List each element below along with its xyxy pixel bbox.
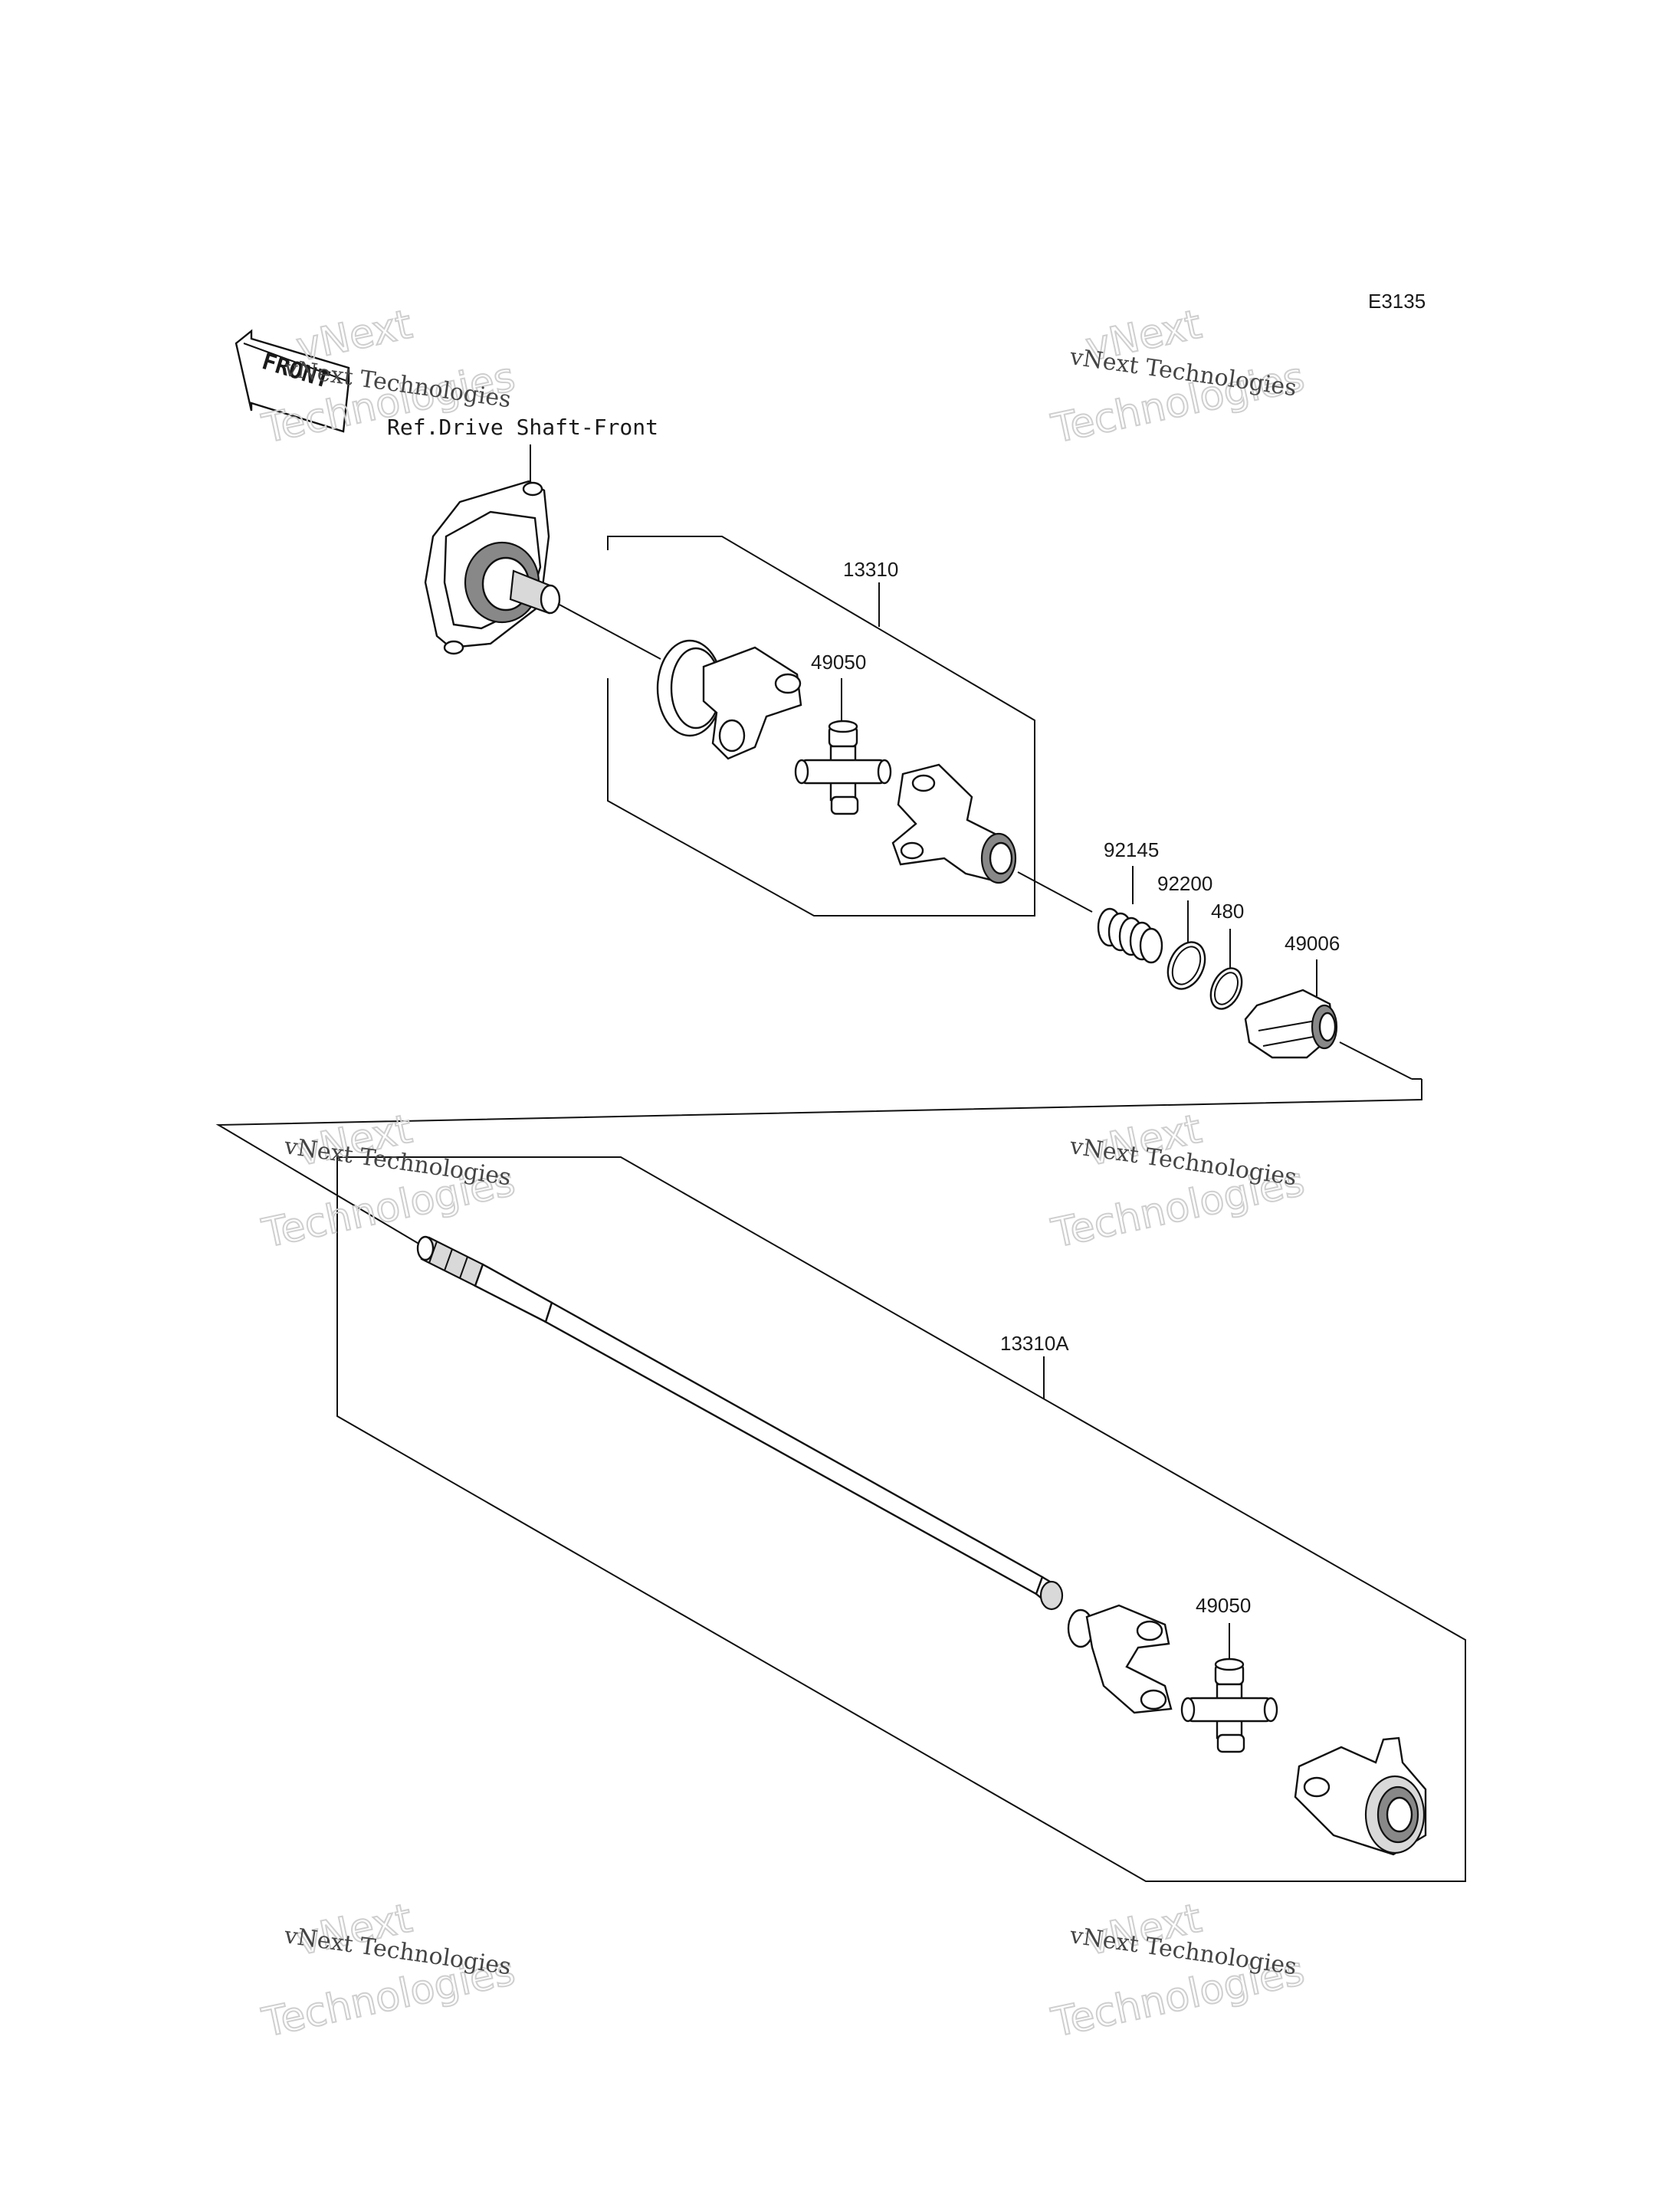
callout-92200: 92200 [1157,872,1212,895]
callout-92145: 92145 [1104,838,1159,861]
callout-49050-upper: 49050 [811,651,866,674]
yoke-lower [1067,1604,1173,1714]
callout-49050-lower: 49050 [1196,1594,1251,1617]
spring-92145 [1097,907,1163,964]
flange-yoke-upper [656,639,802,760]
boot-49006 [1244,989,1338,1059]
universal-joint-cross-lower [1180,1658,1278,1753]
ring-92200 [1166,941,1206,990]
callout-13310a: 13310A [1000,1332,1069,1355]
diagram-code: E3135 [1368,290,1426,313]
flange-yoke-lower [1294,1736,1427,1856]
slip-yoke-upper [891,763,1017,884]
reference-label: Ref.Drive Shaft-Front [387,415,658,440]
section-divider [215,1079,1422,1265]
drive-shaft-lower [416,1235,1064,1611]
assembly-13310a-bracket [336,1156,1466,1882]
ring-480 [1209,967,1243,1010]
callout-49006: 49006 [1285,932,1340,955]
assembly-13310-bracket [607,536,1035,917]
gear-case [424,480,561,655]
callout-13310: 13310 [843,558,898,581]
callout-480: 480 [1211,900,1244,923]
universal-joint-cross-upper [794,720,892,815]
